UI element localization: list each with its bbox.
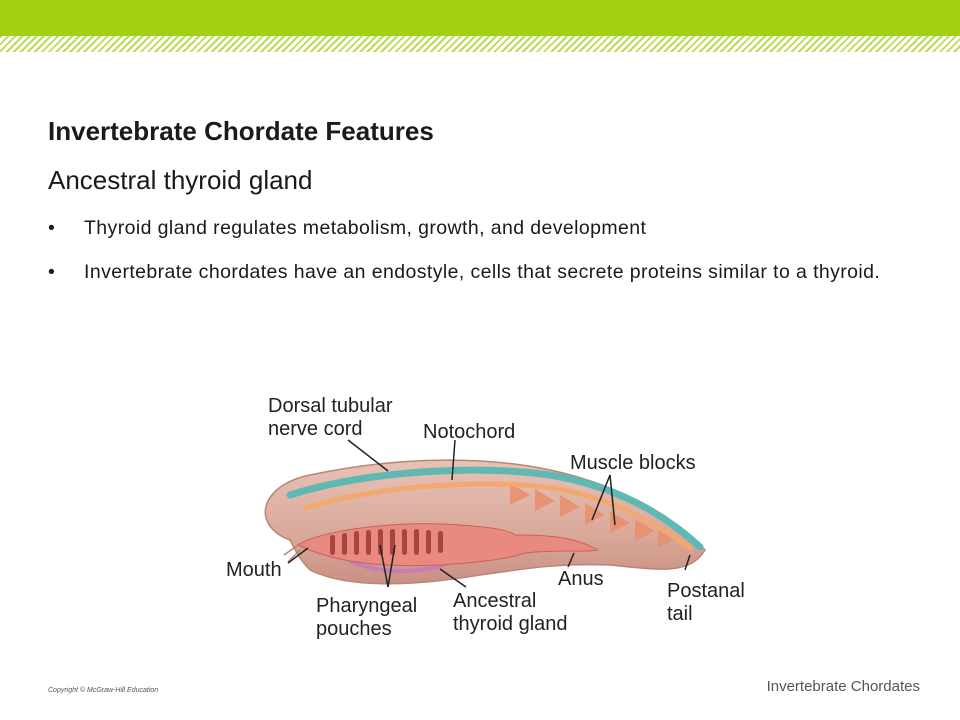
notochord — [302, 481, 693, 551]
slide-subtitle: Ancestral thyroid gland — [48, 165, 313, 195]
label-dorsal-nerve-cord-2: nerve cord — [268, 418, 363, 440]
bullet-text: Invertebrate chordates have an endostyle… — [84, 261, 881, 283]
label-muscle-blocks: Muscle blocks — [570, 452, 696, 474]
hatch-stripe — [0, 36, 960, 52]
label-postanal-tail-1: Postanal — [667, 580, 745, 602]
lancelet-diagram: Dorsal tubular nerve cord Notochord Musc… — [226, 395, 745, 640]
nerve-cord — [286, 466, 704, 551]
muscle-blocks — [510, 483, 676, 547]
label-dorsal-nerve-cord-1: Dorsal tubular — [268, 395, 393, 417]
label-pharyngeal-pouches-2: pouches — [316, 618, 392, 640]
footer-section-label: Invertebrate Chordates — [766, 678, 920, 695]
bullet-item: • Thyroid gland regulates metabolism, gr… — [48, 214, 898, 242]
leader-lines — [287, 439, 691, 588]
label-postanal-tail-2: tail — [667, 603, 693, 625]
label-pharyngeal-pouches-1: Pharyngeal — [316, 595, 417, 617]
bullet-text: Thyroid gland regulates metabolism, grow… — [84, 217, 647, 239]
label-anus: Anus — [558, 568, 604, 590]
mouth-tentacles — [283, 544, 301, 563]
bullet-glyph: • — [48, 261, 56, 283]
bullet-item: • Invertebrate chordates have an endosty… — [48, 258, 898, 286]
label-thyroid-gland-2: thyroid gland — [453, 613, 568, 635]
label-mouth: Mouth — [226, 559, 282, 581]
label-thyroid-gland-1: Ancestral — [453, 590, 536, 612]
pharynx — [296, 523, 600, 567]
bullet-list: • Thyroid gland regulates metabolism, gr… — [48, 214, 898, 302]
label-notochord: Notochord — [423, 421, 515, 443]
bullet-glyph: • — [48, 217, 56, 239]
slide-title: Invertebrate Chordate Features — [48, 116, 434, 146]
top-accent-bar — [0, 0, 960, 36]
copyright-notice: Copyright © McGraw-Hill Education — [48, 687, 159, 694]
